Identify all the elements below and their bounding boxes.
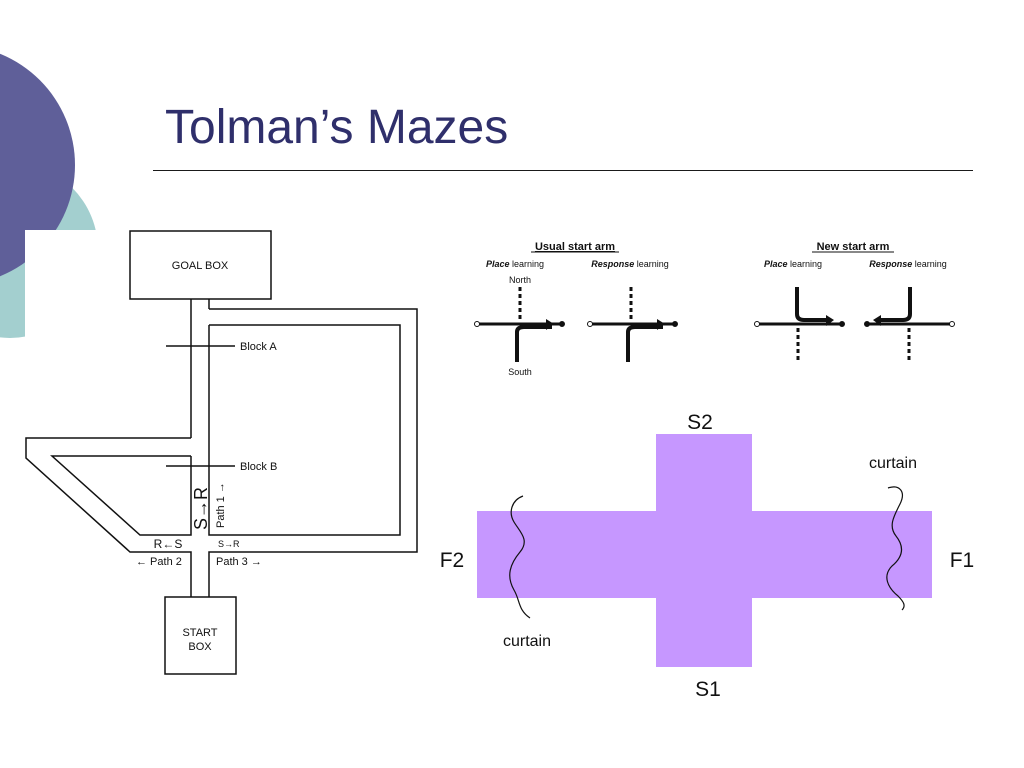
goal-box-label: GOAL BOX — [172, 260, 229, 272]
curtain-left-line — [509, 495, 531, 619]
page-title: Tolman’s Mazes — [165, 101, 509, 154]
sr-small-label: S→R — [218, 539, 240, 549]
usual-response-heading: Response learning — [591, 259, 669, 269]
path3-label: Path 3 → — [216, 556, 262, 568]
decor-circle-dark — [0, 53, 75, 277]
curtain-left-label: curtain — [503, 633, 551, 650]
s1-label: S1 — [695, 678, 721, 701]
f2-label: F2 — [440, 549, 465, 572]
block-a-label: Block A — [240, 341, 277, 353]
tolman-maze-diagram: GOAL BOX START BOX Block A Block B S→R P… — [25, 230, 418, 675]
curtain-right-label: curtain — [869, 455, 917, 472]
south-label: South — [508, 367, 532, 377]
usual-place-plus — [474, 287, 565, 362]
learning-diagram: Usual start arm New start arm Place lear… — [474, 241, 955, 377]
f1-label: F1 — [950, 549, 975, 572]
block-b-label: Block B — [240, 461, 277, 473]
new-place-heading: Place learning — [764, 259, 822, 269]
usual-start-arm-heading: Usual start arm — [535, 241, 615, 253]
path1-inner-wall — [208, 324, 401, 536]
s2-label: S2 — [687, 411, 713, 434]
sr-vertical-label: S→R — [191, 487, 211, 530]
path1-label: Path 1 → — [215, 482, 227, 528]
slide-decoration — [0, 53, 140, 420]
north-label: North — [509, 275, 531, 285]
decor-mask — [25, 230, 140, 420]
path2-outer-wall — [25, 437, 192, 597]
new-place-plus — [754, 287, 845, 362]
usual-response-plus — [587, 287, 678, 362]
path3-outer-wall — [208, 308, 418, 597]
start-box-label-1: START — [182, 627, 217, 639]
start-box-label-2: BOX — [188, 641, 212, 653]
curtain-right-line — [886, 486, 905, 611]
rs-label: R←S — [154, 537, 183, 551]
path2-inner-wall — [50, 455, 192, 536]
goal-box — [129, 230, 272, 300]
usual-place-heading: Place learning — [486, 259, 544, 269]
title-divider — [153, 170, 973, 171]
path2-label: ← Path 2 — [136, 556, 182, 568]
cross-maze-diagram: S2 S1 F1 F2 curtain curtain — [440, 411, 975, 701]
new-start-arm-heading: New start arm — [817, 241, 890, 253]
cross-maze-horizontal-arm — [477, 511, 932, 598]
new-response-heading: Response learning — [869, 259, 947, 269]
start-box — [164, 596, 237, 675]
new-response-plus — [864, 287, 955, 362]
